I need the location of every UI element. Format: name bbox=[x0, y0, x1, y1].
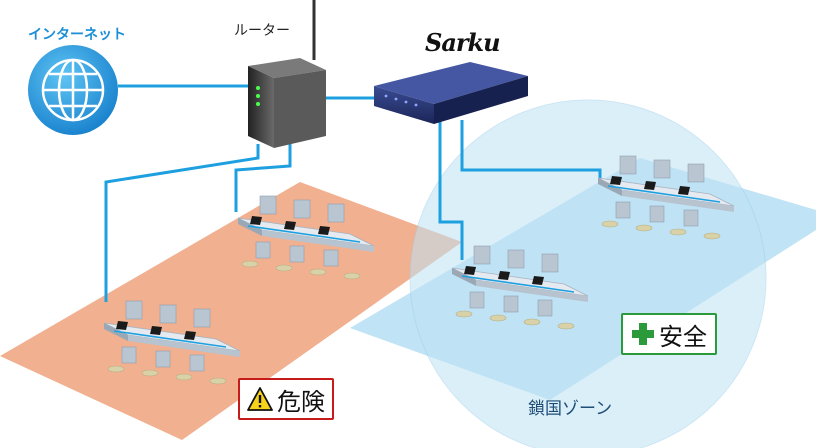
plus-icon bbox=[632, 323, 654, 345]
danger-badge: 危険 bbox=[238, 378, 334, 420]
router-icon bbox=[248, 0, 326, 148]
danger-label: 危険 bbox=[277, 387, 325, 416]
brand-logo: Sarku bbox=[425, 28, 501, 57]
warning-icon bbox=[247, 387, 273, 411]
safe-zone-circle bbox=[409, 99, 767, 448]
internet-label: インターネット bbox=[28, 27, 126, 43]
zone-label: 鎖国ゾーン bbox=[528, 399, 613, 419]
safe-badge: 安全 bbox=[621, 313, 717, 355]
safe-label: 安全 bbox=[659, 322, 707, 351]
globe-icon bbox=[28, 45, 118, 135]
switch-icon bbox=[374, 62, 528, 124]
network-cables bbox=[104, 84, 602, 302]
router-label: ルーター bbox=[234, 23, 290, 39]
